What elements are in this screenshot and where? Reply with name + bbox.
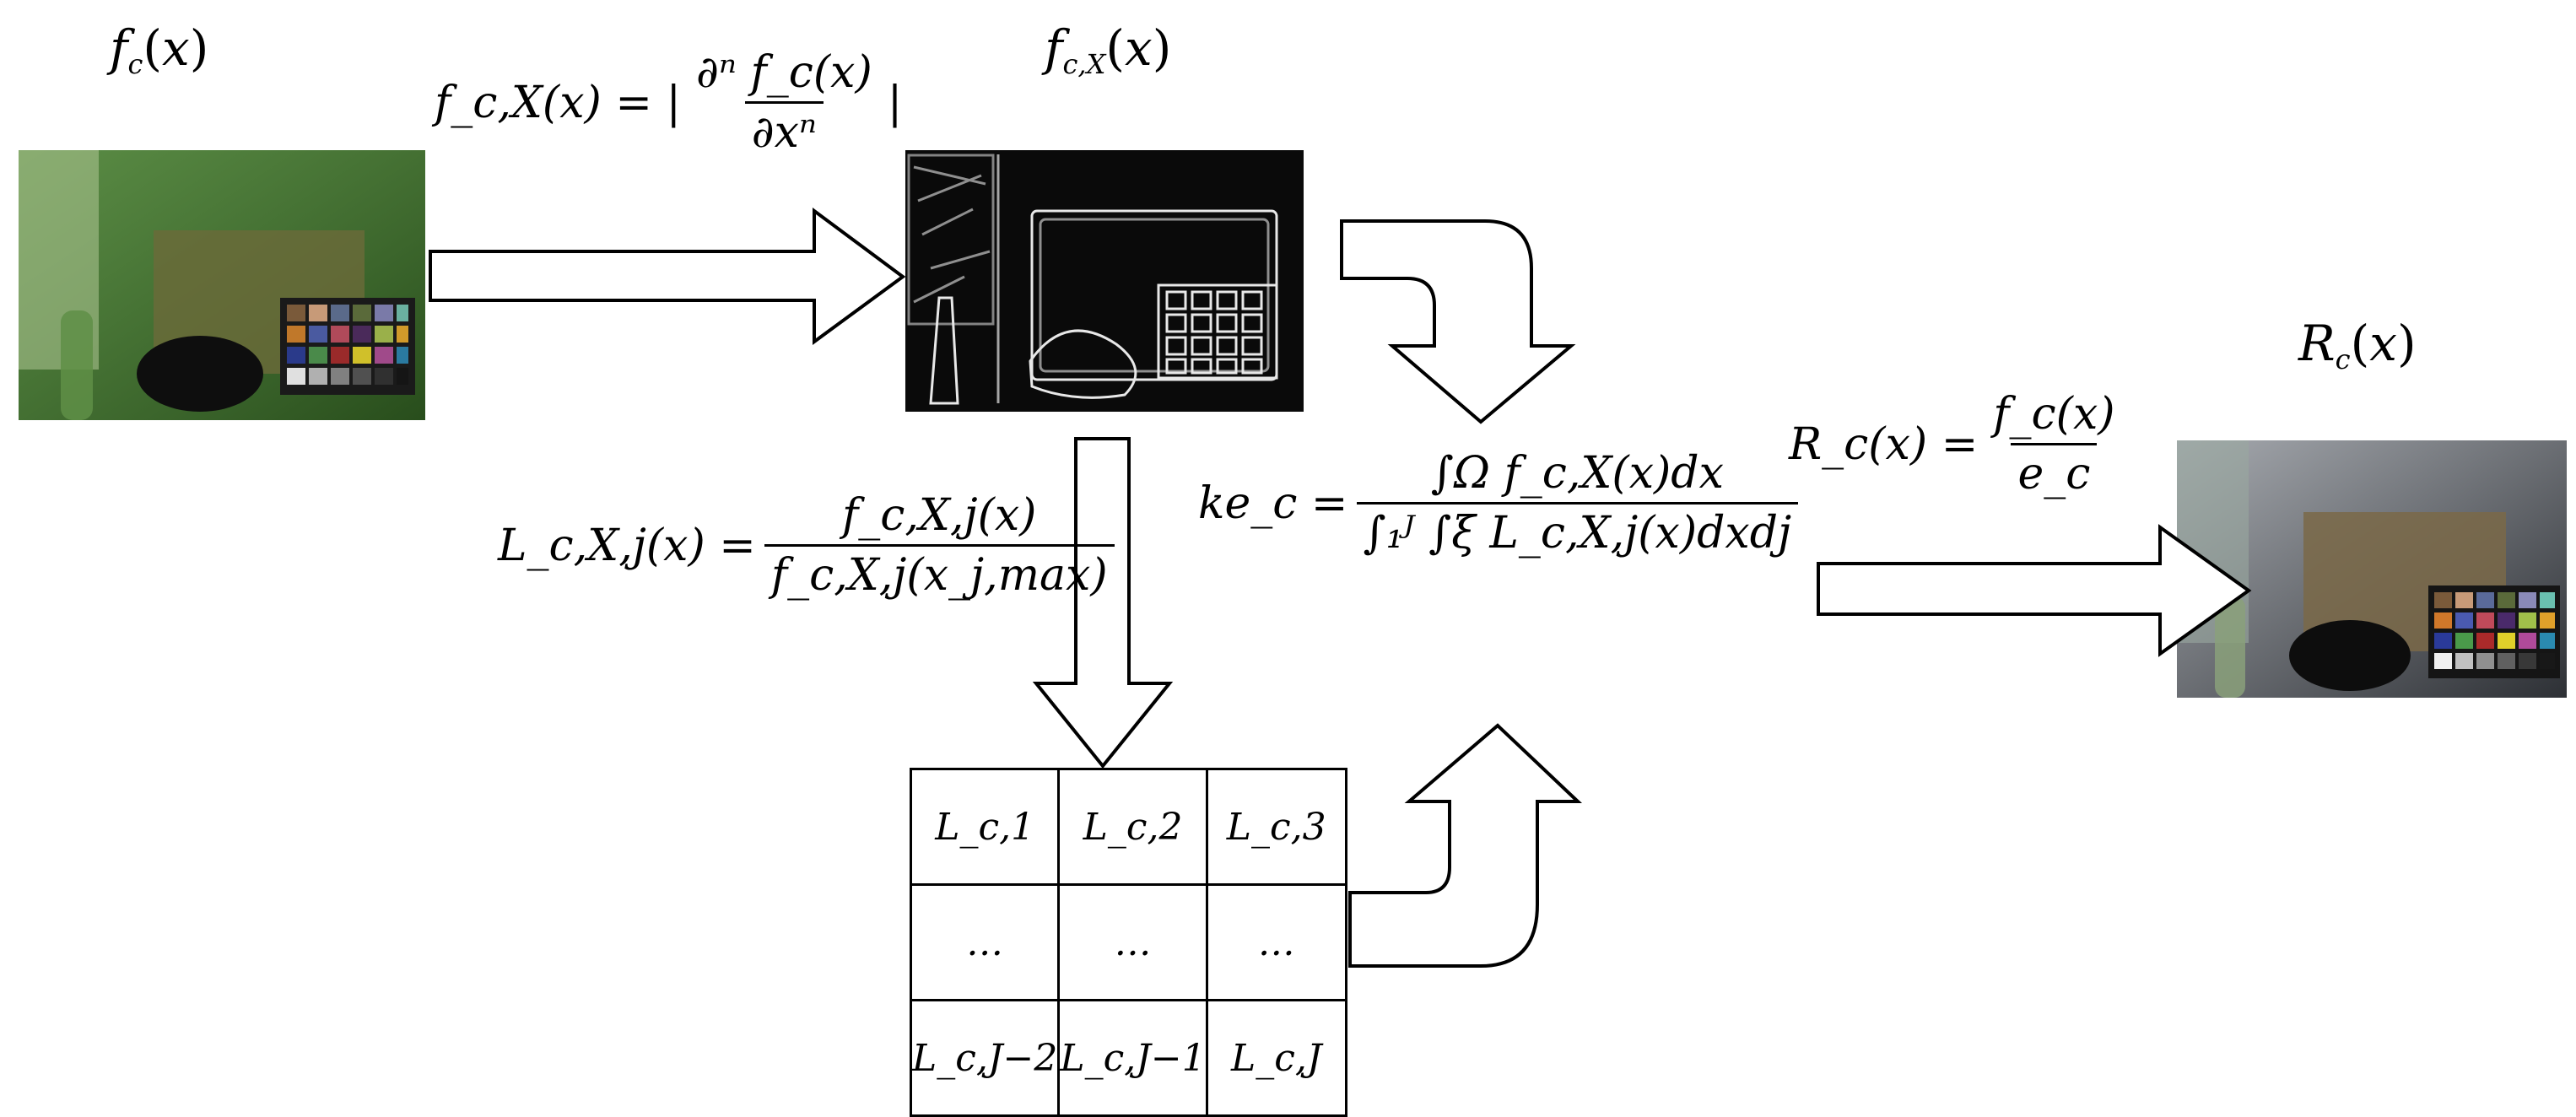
table-cell: L_c,J−2 — [909, 999, 1061, 1117]
normalize-denominator: f_c,X,j(x_j,max) — [764, 544, 1115, 597]
derivative-lhs: f_c,X(x) = | — [435, 77, 681, 128]
flow-arrows — [429, 208, 2252, 968]
table-cell: … — [1205, 883, 1347, 1001]
estimate-numerator: ∫Ω f_c,X(x)dx — [1430, 448, 1724, 499]
color-chart-swatches — [287, 305, 408, 385]
correct-equation: R_c(x) = f_c(x) e_c — [1789, 392, 2130, 496]
derivative-tail: | — [887, 77, 903, 128]
bottle — [2215, 596, 2245, 698]
iron — [2289, 620, 2411, 691]
output-image — [2177, 440, 2567, 698]
table-cell: L_c,2 — [1057, 768, 1208, 886]
edge-image-label: fc,X(x) — [1045, 19, 1172, 80]
arrow-curve-down — [1340, 219, 1576, 424]
estimate-denominator: ∫₁ᴶ ∫ξ L_c,X,j(x)dxdj — [1356, 502, 1799, 555]
output-image-label: Rc(x) — [2298, 315, 2417, 375]
correct-lhs: R_c(x) = — [1789, 418, 1979, 470]
color-chart-swatches — [2434, 592, 2555, 669]
table-cell: L_c,J — [1205, 999, 1347, 1117]
bottle — [61, 310, 93, 420]
derivative-equation: f_c,X(x) = | ∂ⁿ f_c(x) ∂xⁿ | — [435, 51, 902, 154]
correct-numerator: f_c(x) — [1993, 389, 2115, 440]
normalize-numerator: f_c,X,j(x) — [842, 490, 1037, 541]
table-row: ……… — [909, 883, 1347, 1001]
arrow-right-1 — [429, 208, 906, 345]
table-cell: L_c,1 — [909, 768, 1061, 886]
table-cell: … — [1057, 883, 1208, 1001]
arrow-down — [1032, 437, 1174, 769]
normalize-lhs: L_c,X,j(x) = — [498, 520, 756, 571]
arrow-curve-up — [1348, 723, 1583, 968]
normalize-equation: L_c,X,j(x) = f_c,X,j(x) f_c,X,j(x_j,max) — [498, 494, 1123, 597]
estimate-lhs: ke_c = — [1198, 478, 1348, 529]
table-cell: … — [909, 883, 1061, 1001]
table-cell: L_c,J−1 — [1057, 999, 1208, 1117]
table-cell: L_c,3 — [1205, 768, 1347, 886]
derivative-numerator: ∂ⁿ f_c(x) — [695, 47, 872, 98]
arrow-right-2 — [1817, 524, 2252, 657]
iron — [137, 336, 263, 412]
edge-image — [905, 150, 1304, 412]
input-image-label: fc(x) — [110, 19, 209, 80]
derivative-denominator: ∂xⁿ — [744, 101, 824, 154]
estimate-equation: ke_c = ∫Ω f_c,X(x)dx ∫₁ᴶ ∫ξ L_c,X,j(x)dx… — [1198, 451, 1806, 555]
correct-denominator: e_c — [2011, 443, 2098, 496]
input-image — [19, 150, 425, 420]
